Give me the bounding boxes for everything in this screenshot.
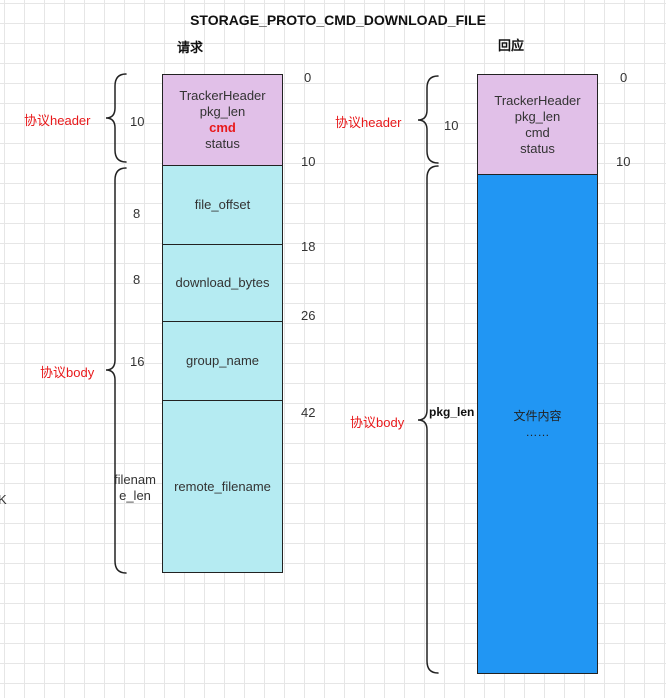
- response-file-content-box: 文件内容 ……: [477, 174, 598, 674]
- edge-text: K: [0, 492, 7, 507]
- field-name-download-bytes: download_bytes: [175, 275, 270, 290]
- response-body-brace: [417, 165, 439, 674]
- field-size-group-name: 16: [130, 354, 145, 369]
- field-box-file-offset: file_offset: [162, 165, 283, 245]
- response-header-box: TrackerHeader pkg_len cmd status: [477, 74, 598, 175]
- request-body-label: 协议body: [40, 365, 95, 380]
- response-header-size: 10: [444, 118, 459, 133]
- response-header-field-cmd: cmd: [525, 124, 550, 140]
- diagram-title: STORAGE_PROTO_CMD_DOWNLOAD_FILE: [190, 12, 486, 28]
- request-header-size: 10: [130, 114, 145, 129]
- response-body-size: pkg_len: [429, 405, 475, 419]
- field-box-group-name: group_name: [162, 321, 283, 401]
- file-content-label: 文件内容: [513, 409, 562, 423]
- request-column-title: 请求: [177, 40, 204, 55]
- response-offset-0: 0: [620, 70, 628, 85]
- field-name-remote-filename: remote_filename: [174, 478, 271, 494]
- response-header-field-pkg-len: pkg_len: [514, 108, 561, 124]
- field-name-file-offset: file_offset: [194, 197, 251, 212]
- field-name-group-name: group_name: [186, 353, 259, 368]
- response-column-title: 回应: [498, 38, 525, 53]
- request-offset-18: 18: [301, 239, 316, 254]
- response-header-label: 协议header: [335, 115, 402, 130]
- header-field-status: status: [205, 136, 240, 151]
- request-header-brace: [105, 73, 127, 163]
- request-body-brace: [105, 167, 127, 574]
- response-header-field-tracker: TrackerHeader: [494, 92, 581, 108]
- response-body-label: 协议body: [350, 415, 405, 430]
- request-offset-0: 0: [304, 70, 312, 85]
- request-header-label: 协议header: [24, 113, 91, 128]
- request-offset-10: 10: [301, 154, 316, 169]
- field-size-download-bytes: 8: [133, 272, 141, 287]
- request-offset-26: 26: [301, 308, 316, 323]
- field-box-remote-filename: remote_filename: [162, 400, 283, 573]
- field-size-remote-filename: filename_len: [114, 472, 156, 503]
- field-size-file-offset: 8: [133, 206, 141, 221]
- header-field-tracker: TrackerHeader: [179, 88, 266, 103]
- response-offset-10: 10: [616, 154, 631, 169]
- header-field-pkg-len: pkg_len: [199, 104, 246, 119]
- file-content-ellipsis: ……: [525, 425, 550, 439]
- field-box-download-bytes: download_bytes: [162, 244, 283, 322]
- header-field-cmd: cmd: [209, 120, 236, 135]
- response-header-field-status: status: [520, 140, 555, 156]
- request-offset-42: 42: [301, 405, 316, 420]
- request-header-box: TrackerHeader pkg_len cmd status: [162, 74, 283, 166]
- response-header-brace: [417, 75, 439, 164]
